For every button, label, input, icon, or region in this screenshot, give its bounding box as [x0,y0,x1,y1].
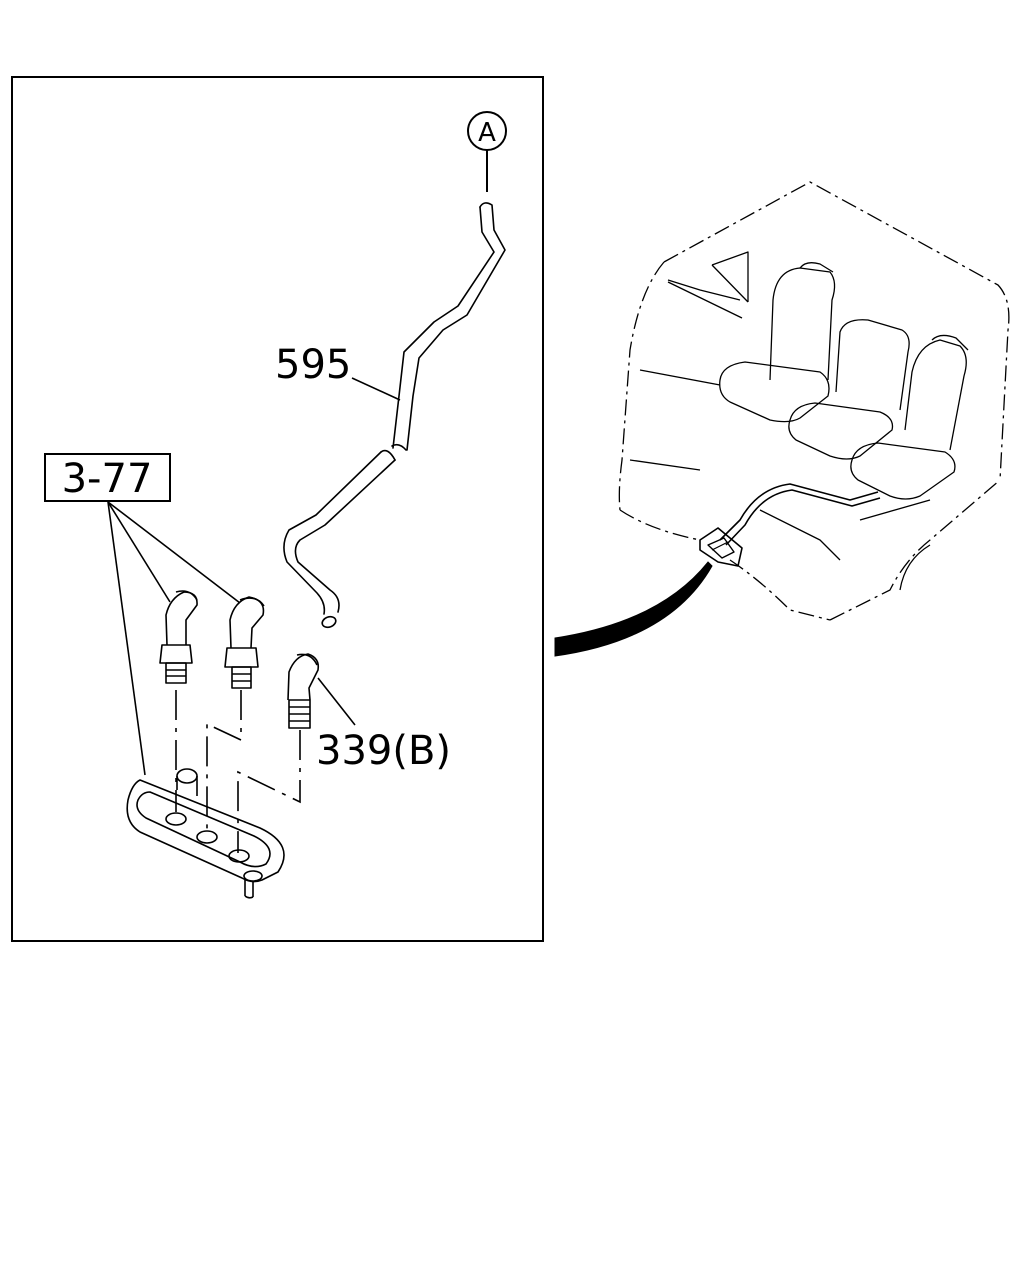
hose-595 [391,202,506,451]
fitting-339b [287,653,320,729]
part-label-595: 595 [275,342,351,388]
pointer-arrow-icon [554,561,713,657]
connector-a-label: A [478,118,496,148]
part-label-3-77-box [44,453,171,502]
leader-595 [351,377,401,401]
part-label-3-77: 3-77 [62,456,153,502]
part-label-339b: 339(B) [316,728,451,774]
leader-339b [317,677,356,726]
connector-a-icon [467,111,507,192]
assembly-lines [175,690,301,853]
leaders-3-77 [107,501,241,776]
fitting-left [159,590,198,684]
vehicle-cab-view [618,181,1010,621]
detail-frame [11,76,544,942]
hose-lower [283,449,396,629]
grommet-plate [126,768,285,899]
fitting-middle [224,596,265,689]
